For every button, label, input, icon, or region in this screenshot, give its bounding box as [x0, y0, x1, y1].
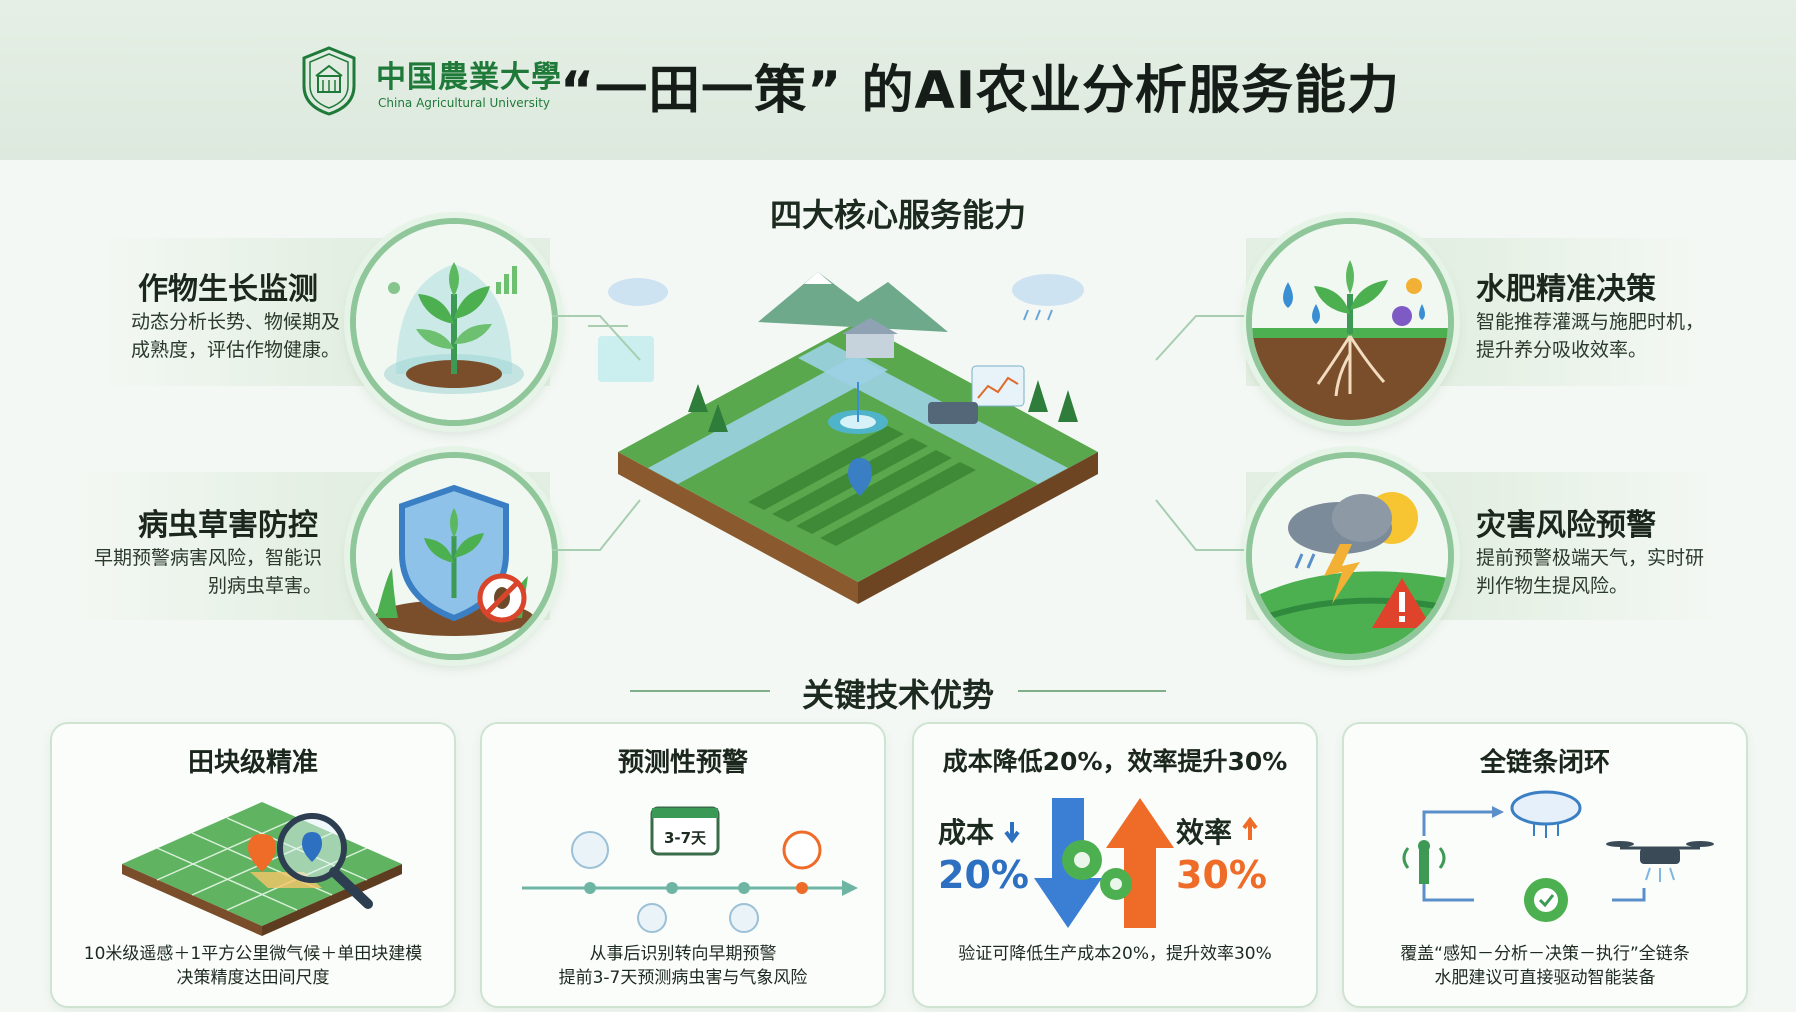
- card-title: 成本降低20%，效率提升30%: [942, 747, 1288, 776]
- feature-title: 水肥精准决策: [1476, 272, 1656, 307]
- signal-tower-icon: [1402, 840, 1446, 884]
- efficiency-label: 效率: [1176, 816, 1232, 849]
- field-map-magnifier-icon: [122, 802, 402, 936]
- cost-value: 20%: [938, 853, 1029, 897]
- smart-farm-illustration: [588, 272, 1098, 604]
- drone-icon: [1606, 841, 1714, 882]
- storm-warning-icon: [1246, 452, 1454, 660]
- university-seal-icon: [302, 46, 356, 116]
- water-fertilizer-icon: [1246, 218, 1454, 426]
- university-logo: 中国農業大學 China Agricultural University: [300, 46, 561, 118]
- timeline-range-label: 3-7天: [664, 829, 707, 847]
- cost-efficiency-graphic: 成本 20% 效率 30%: [938, 798, 1267, 928]
- feature-title: 作物生长监测: [138, 272, 318, 307]
- logo-english-name: China Agricultural University: [378, 96, 551, 110]
- header-banner: 中国農業大學 China Agricultural University “一田…: [0, 0, 1796, 160]
- pest-shield-icon: [350, 452, 558, 660]
- gear-check-icon: [1524, 878, 1568, 922]
- feature-desc: 动态分析长势、物候期及 成熟度，评估作物健康。: [130, 311, 340, 361]
- card-field-precision: 田块级精准 10米级遥感＋1平方公里微气候＋单田块建模 决策精度达田间尺度: [50, 722, 456, 1008]
- efficiency-value: 30%: [1176, 853, 1267, 897]
- card-desc: 10米级遥感＋1平方公里微气候＋单田块建模 决策精度达田间尺度: [83, 944, 423, 988]
- advantages-heading-row: 关键技术优势: [0, 668, 1796, 714]
- card-desc: 从事后识别转向早期预警 提前3-7天预测病虫害与气象风险: [558, 944, 808, 988]
- feature-title: 灾害风险预警: [1476, 508, 1656, 543]
- card-desc: 覆盖“感知－分析－决策－执行”全链条 水肥建议可直接驱动智能装备: [1400, 944, 1690, 988]
- card-closed-loop: 全链条闭环: [1342, 722, 1748, 1008]
- card-desc: 验证可降低生产成本20%，提升效率30%: [958, 944, 1272, 964]
- feature-desc: 智能推荐灌溉与施肥时机， 提升养分吸收效率。: [1476, 311, 1705, 361]
- logo-chinese-name: 中国農業大學: [376, 60, 562, 95]
- card-cost-efficiency: 成本降低20%，效率提升30% 成本 20% 效率 30% 验证可降低生产成本2…: [912, 722, 1318, 1008]
- card-title: 预测性预警: [617, 748, 748, 778]
- page-title: “一田一策” 的AI农业分析服务能力: [560, 61, 1401, 121]
- advantages-heading: 关键技术优势: [801, 676, 994, 714]
- feature-desc: 提前预警极端天气，实时研 判作物生提风险。: [1476, 547, 1705, 597]
- plant-monitor-icon: [350, 218, 558, 426]
- feature-desc: 早期预警病害风险，智能识 别病虫草害。: [93, 547, 322, 597]
- feature-title: 病虫草害防控: [138, 508, 318, 543]
- cost-label: 成本: [938, 816, 994, 849]
- divider-left: [630, 690, 770, 692]
- core-services-heading: 四大核心服务能力: [769, 196, 1026, 234]
- warning-timeline: 3-7天: [522, 806, 858, 933]
- card-predictive-warning: 预测性预警 3-7天 从事后识别转向早期预警 提前3-7天预测病虫害与气象风险: [480, 722, 886, 1008]
- cloud-icon: [1510, 790, 1582, 838]
- divider-right: [1018, 690, 1166, 692]
- card-title: 全链条闭环: [1479, 748, 1610, 778]
- card-title: 田块级精准: [187, 748, 318, 778]
- closed-loop-graphic: [1402, 790, 1714, 922]
